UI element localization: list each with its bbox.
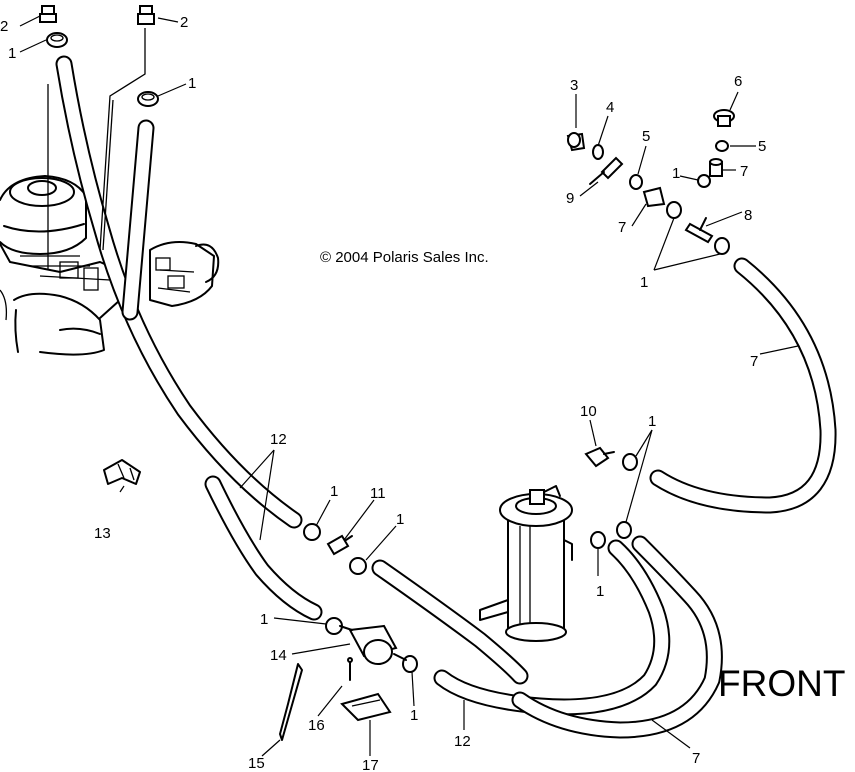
vent-hose-vertical [121, 119, 155, 321]
front-direction-label: FRONT [718, 663, 845, 704]
callout-labels: 2 1 2 1 3 4 6 5 5 1 7 9 7 8 1 7 12 10 1 … [0, 14, 766, 772]
callout-label: 2 [180, 14, 188, 31]
callout-label: 10 [580, 403, 597, 420]
part-14-fuel-filter [339, 624, 407, 665]
fuel-pump [479, 485, 573, 642]
callout-label: 1 [188, 75, 196, 92]
part-16-screw [347, 657, 353, 681]
fitting-2-left [39, 5, 57, 23]
part-8-tee [684, 217, 714, 244]
callout-label: 1 [596, 583, 604, 600]
callout-label: 7 [692, 750, 700, 767]
part-15-strap [279, 663, 303, 741]
callout-label: 12 [270, 431, 287, 448]
callout-label: 3 [570, 77, 578, 94]
leader-lines [19, 15, 799, 757]
part-7-sleeve [709, 158, 723, 177]
part-7-connector [642, 186, 666, 208]
hose-7-upper-right [649, 257, 837, 514]
hose-12-lower [204, 475, 323, 621]
callout-label: 15 [248, 755, 265, 772]
callout-label: 11 [370, 485, 386, 502]
hose-to-filter [371, 559, 529, 685]
callout-label: 1 [330, 483, 338, 500]
part-6-cap [713, 109, 735, 127]
callout-label: 1 [410, 707, 418, 724]
clamp-pump-a [622, 453, 638, 471]
hose-7-bottom [511, 535, 723, 739]
clamp-line-a [303, 523, 321, 541]
hose-12-long [55, 55, 303, 529]
fitting-2-center [137, 5, 155, 25]
callout-label: 14 [270, 647, 287, 664]
callout-label: 6 [734, 73, 742, 90]
clamp-upper-right-b [714, 237, 730, 255]
callout-label: 13 [94, 525, 111, 542]
callout-label: 9 [566, 190, 574, 207]
callout-label: 12 [454, 733, 471, 750]
part-11-inline-fitting [326, 534, 353, 556]
clamp-top-center [137, 91, 159, 107]
callout-label: 4 [606, 99, 614, 116]
callout-label: 1 [396, 511, 404, 528]
callout-label: 1 [648, 413, 656, 430]
clamp-pump-c [590, 531, 606, 549]
callout-label: 5 [758, 138, 766, 155]
engine-assembly [0, 84, 220, 356]
clamp-top-left [46, 32, 68, 48]
part-5-ring-a [629, 174, 643, 190]
callout-label: 16 [308, 717, 325, 734]
part-17-bracket [340, 692, 392, 722]
callout-label: 1 [260, 611, 268, 628]
clamp-filter-b [402, 655, 418, 673]
clamp-small-right [697, 174, 711, 188]
callout-label: 2 [0, 18, 8, 35]
part-10-elbow [584, 446, 615, 468]
part-13-clip [103, 459, 141, 485]
callout-label: 8 [744, 207, 752, 224]
part-3-cap [566, 132, 586, 152]
part-5-ring-b [715, 140, 729, 152]
callout-label: 7 [618, 219, 626, 236]
callout-label: 1 [672, 165, 680, 182]
callout-label: 1 [640, 274, 648, 291]
clamp-upper-right-a [666, 201, 682, 219]
callout-label: 5 [642, 128, 650, 145]
callout-label: 17 [362, 757, 379, 772]
hose-12-bottom [433, 539, 671, 716]
copyright-notice: © 2004 Polaris Sales Inc. [320, 249, 489, 266]
callout-label: 1 [8, 45, 16, 62]
callout-label: 7 [750, 353, 758, 370]
callout-label: 7 [740, 163, 748, 180]
part-4-washer [592, 144, 604, 160]
part-9-valve [589, 156, 624, 185]
vent-line [99, 28, 146, 251]
clamp-line-b [349, 557, 367, 575]
clamp-pump-b [616, 521, 632, 539]
